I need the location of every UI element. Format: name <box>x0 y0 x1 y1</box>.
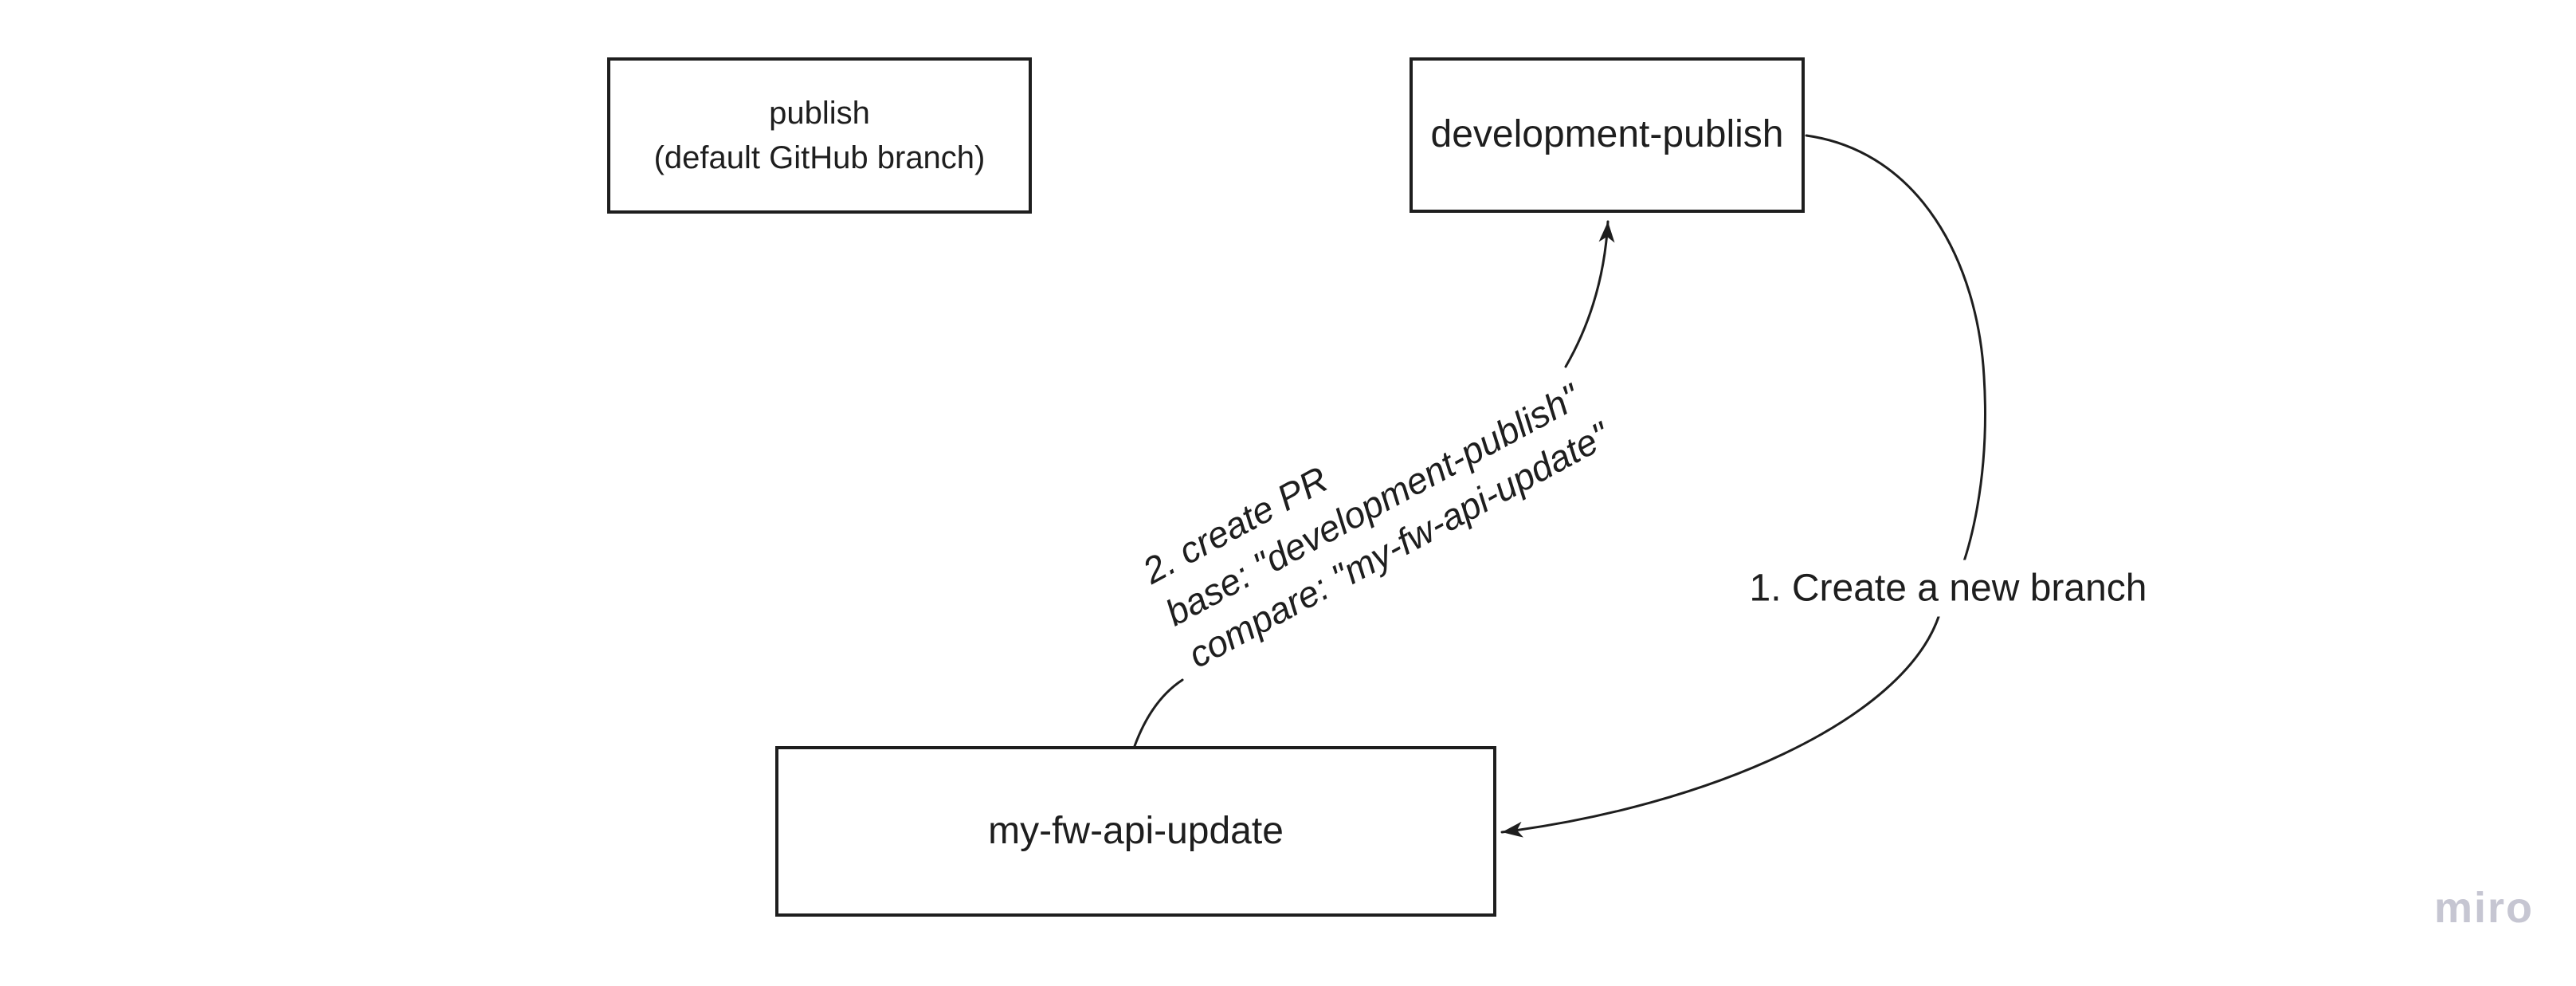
create-pr-connector-lower[interactable] <box>1133 678 1184 748</box>
create-pr-connector-upper[interactable] <box>1564 220 1615 368</box>
shape-my-fw-api-update-label: my-fw-api-update <box>988 809 1284 852</box>
shape-my-fw-api-update[interactable]: my-fw-api-update <box>775 746 1496 917</box>
create-branch-connector[interactable] <box>1500 134 1986 838</box>
shape-publish-label-line2: (default GitHub branch) <box>653 140 986 175</box>
shape-publish-label: publish (default GitHub branch) <box>654 91 986 180</box>
create-branch-connector-label[interactable]: 1. Create a new branch <box>1736 560 2160 617</box>
shape-publish-branch[interactable]: publish (default GitHub branch) <box>607 57 1032 214</box>
miro-logo: miro <box>2434 884 2535 932</box>
shape-publish-label-line1: publish <box>769 96 870 131</box>
shape-development-publish[interactable]: development-publish <box>1410 57 1805 213</box>
shape-development-publish-label: development-publish <box>1430 113 1784 156</box>
